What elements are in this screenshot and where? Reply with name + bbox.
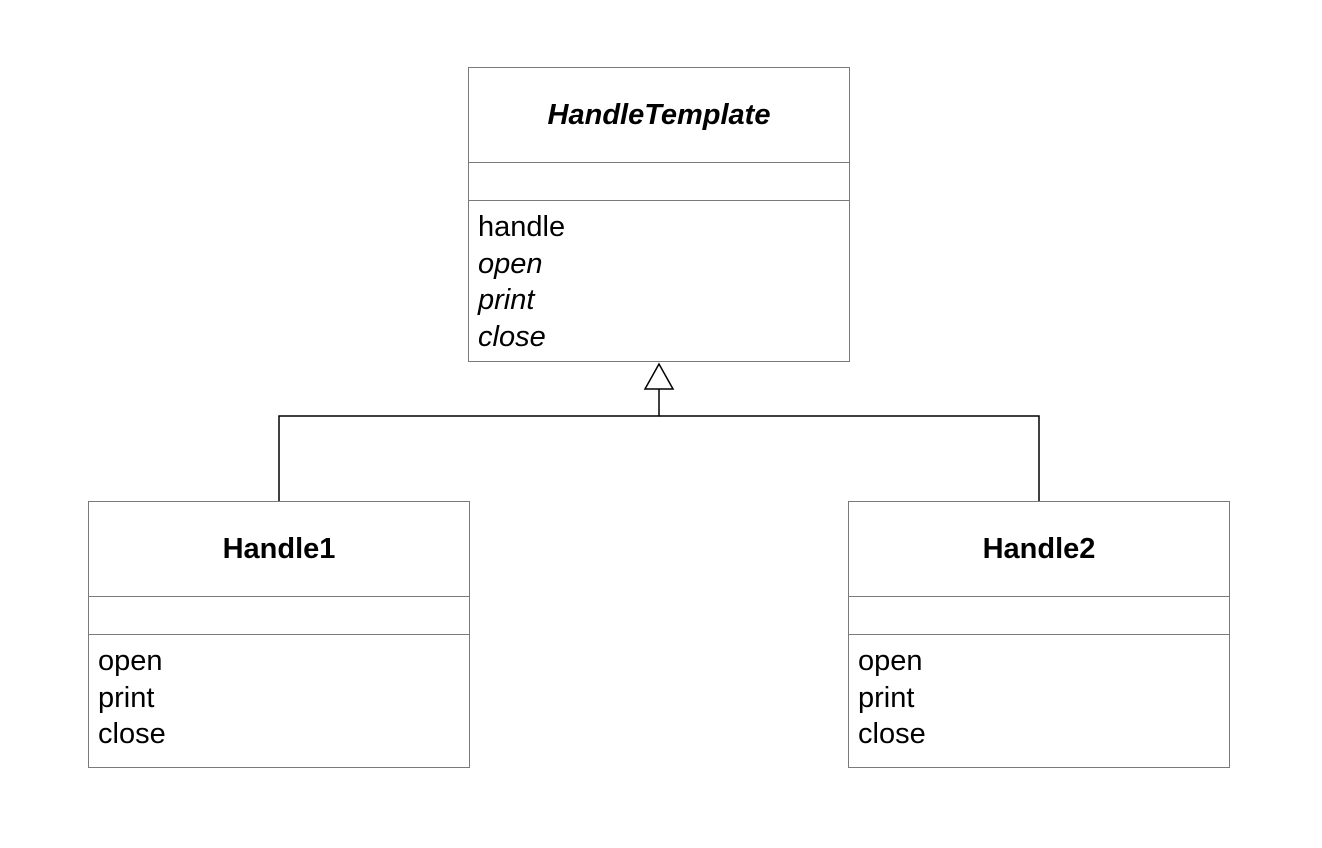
operation-print: print [858, 681, 915, 714]
operation-print: print [98, 681, 155, 714]
operation-close: close [98, 718, 166, 750]
class-handle-template[interactable]: HandleTemplate handle open print close [468, 67, 850, 362]
attributes-compartment [89, 597, 469, 635]
attributes-compartment [469, 163, 849, 201]
operation-print: print [478, 284, 535, 316]
class-name: Handle1 [89, 502, 469, 597]
generalization-line-handle1 [278, 389, 660, 501]
operation-handle: handle [478, 211, 566, 243]
generalization-line-handle2 [659, 415, 1040, 501]
operation-close: close [478, 320, 546, 353]
operations-compartment: handle open print close [469, 201, 849, 355]
class-handle2[interactable]: Handle2 open print close [848, 501, 1230, 768]
attributes-compartment [849, 597, 1229, 635]
class-name: HandleTemplate [469, 68, 849, 163]
generalization-arrowhead [643, 362, 675, 390]
operation-open: open [478, 247, 543, 280]
class-handle1[interactable]: Handle1 open print close [88, 501, 470, 768]
operation-open: open [858, 645, 923, 677]
class-name: Handle2 [849, 502, 1229, 597]
operation-open: open [98, 645, 163, 677]
operation-close: close [858, 718, 926, 750]
operations-compartment: open print close [849, 635, 1229, 753]
operations-compartment: open print close [89, 635, 469, 753]
